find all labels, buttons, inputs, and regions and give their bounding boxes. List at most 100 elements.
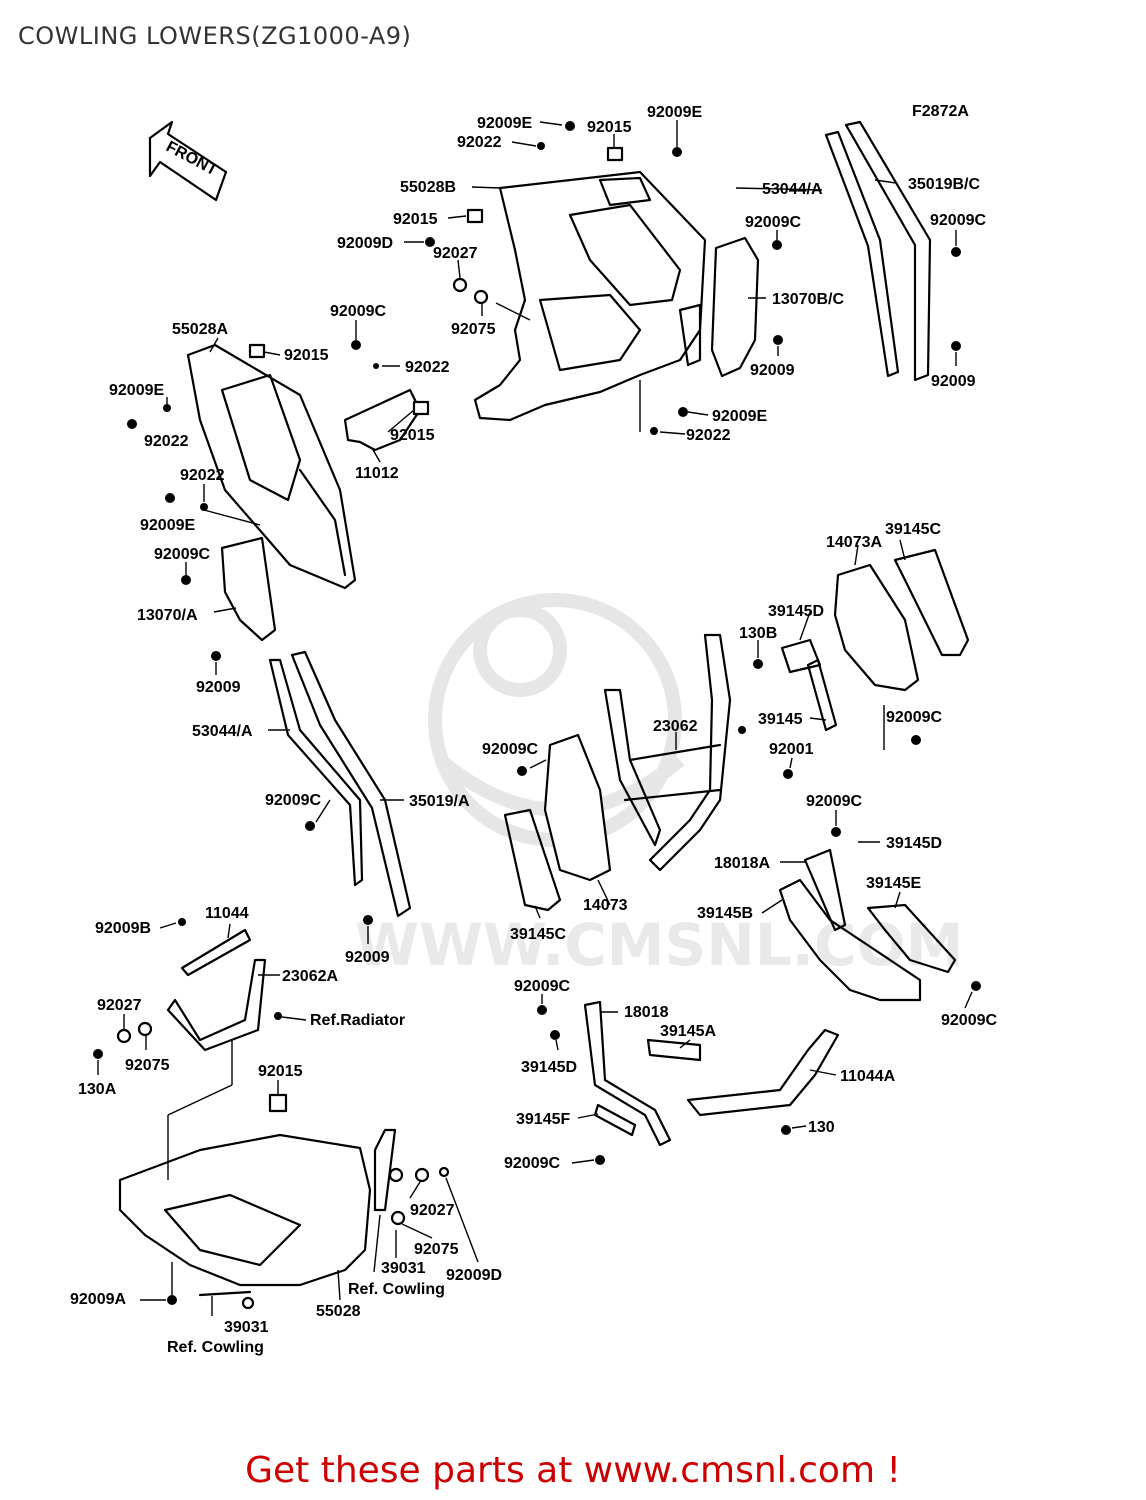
- label-92015[interactable]: 92015: [258, 1063, 303, 1080]
- label-39145C[interactable]: 39145C: [885, 521, 941, 538]
- seals-39145BE-drawing: [778, 848, 957, 1002]
- label-130[interactable]: 130: [808, 1119, 835, 1136]
- label-39145C[interactable]: 39145C: [510, 926, 566, 943]
- label-92022[interactable]: 92022: [405, 359, 450, 376]
- strips-upper-right-drawing: [824, 120, 932, 382]
- label-35019A[interactable]: 35019/A: [409, 793, 470, 810]
- label-92022[interactable]: 92022: [144, 433, 189, 450]
- label-92027[interactable]: 92027: [410, 1202, 455, 1219]
- label-18018A[interactable]: 18018A: [714, 855, 770, 872]
- label-35019BC[interactable]: 35019B/C: [908, 176, 980, 193]
- label-92015[interactable]: 92015: [393, 211, 438, 228]
- label-92009B[interactable]: 92009B: [95, 920, 151, 937]
- label-92001[interactable]: 92001: [769, 741, 814, 758]
- cowling-55028A-drawing: [186, 343, 357, 590]
- label-92009D[interactable]: 92009D: [337, 235, 393, 252]
- label-92009A[interactable]: 92009A: [70, 1291, 126, 1308]
- fasteners: [93, 121, 981, 1310]
- label-92009D[interactable]: 92009D: [446, 1267, 502, 1284]
- label-92009E[interactable]: 92009E: [140, 517, 195, 534]
- bracket-13070A-drawing: [220, 536, 277, 642]
- diagram-code: F2872A: [912, 103, 969, 120]
- label-53044A[interactable]: 53044/A: [192, 723, 253, 740]
- duct-14073-drawing: [503, 733, 612, 912]
- duct-14073A-drawing: [833, 548, 970, 692]
- label-92009C[interactable]: 92009C: [806, 793, 862, 810]
- label-92009C[interactable]: 92009C: [504, 1155, 560, 1172]
- bracket-11044-drawing: [180, 928, 252, 977]
- label-39031[interactable]: 39031: [224, 1319, 269, 1336]
- label-92009C[interactable]: 92009C: [265, 792, 321, 809]
- label-92009[interactable]: 92009: [196, 679, 241, 696]
- label-92009C[interactable]: 92009C: [514, 978, 570, 995]
- label-39145D[interactable]: 39145D: [521, 1059, 577, 1076]
- label-ref-cowling[interactable]: Ref. Cowling: [348, 1281, 445, 1298]
- label-18018[interactable]: 18018: [624, 1004, 669, 1021]
- label-92015[interactable]: 92015: [390, 427, 435, 444]
- label-39031[interactable]: 39031: [381, 1260, 426, 1277]
- label-39145E[interactable]: 39145E: [866, 875, 921, 892]
- bracket-23062A-drawing: [166, 958, 267, 1052]
- seal-39145D-drawing: [780, 638, 822, 674]
- label-92022[interactable]: 92022: [686, 427, 731, 444]
- label-11044[interactable]: 11044: [205, 905, 249, 922]
- label-92075[interactable]: 92075: [414, 1241, 459, 1258]
- watermark-text: WWW.CMSNL.COM: [355, 911, 963, 979]
- label-92009E[interactable]: 92009E: [712, 408, 767, 425]
- label-39145A[interactable]: 39145A: [660, 1023, 716, 1040]
- label-55028A[interactable]: 55028A: [172, 321, 228, 338]
- bracket-11012-drawing: [343, 388, 422, 452]
- label-39145B[interactable]: 39145B: [697, 905, 753, 922]
- label-92075[interactable]: 92075: [451, 321, 496, 338]
- label-13070BC[interactable]: 13070B/C: [772, 291, 844, 308]
- label-92009C[interactable]: 92009C: [330, 303, 386, 320]
- label-92009[interactable]: 92009: [750, 362, 795, 379]
- bracket-18018-drawing: [583, 1000, 840, 1147]
- cowling-55028-drawing: [118, 1128, 397, 1297]
- seal-39145-drawing: [806, 658, 838, 732]
- label-14073A[interactable]: 14073A: [826, 534, 882, 551]
- label-92009C[interactable]: 92009C: [745, 214, 801, 231]
- label-92027[interactable]: 92027: [433, 245, 478, 262]
- label-92075[interactable]: 92075: [125, 1057, 170, 1074]
- label-11012[interactable]: 11012: [355, 465, 399, 482]
- label-92009C[interactable]: 92009C: [482, 741, 538, 758]
- label-ref-cowling[interactable]: Ref. Cowling: [167, 1339, 264, 1356]
- label-ref-radiator[interactable]: Ref.Radiator: [310, 1012, 405, 1029]
- label-55028B[interactable]: 55028B: [400, 179, 456, 196]
- label-92009C[interactable]: 92009C: [930, 212, 986, 229]
- label-39145[interactable]: 39145: [758, 711, 803, 728]
- cowling-55028B-drawing: [473, 170, 707, 422]
- label-92009C[interactable]: 92009C: [886, 709, 942, 726]
- label-92009E[interactable]: 92009E: [647, 104, 702, 121]
- label-14073[interactable]: 14073: [583, 897, 628, 914]
- label-130A[interactable]: 130A: [78, 1081, 117, 1098]
- label-92015[interactable]: 92015: [587, 119, 632, 136]
- label-92009C[interactable]: 92009C: [154, 546, 210, 563]
- label-55028[interactable]: 55028: [316, 1303, 361, 1320]
- leader-lines: [97, 120, 973, 1316]
- parts-link[interactable]: Get these parts at www.cmsnl.com !: [245, 1450, 901, 1491]
- label-53044A[interactable]: 53044/A: [762, 181, 823, 198]
- label-92009E[interactable]: 92009E: [477, 115, 532, 132]
- label-92009[interactable]: 92009: [345, 949, 390, 966]
- parts-diagram: WWW.CMSNL.COM FRONT: [70, 103, 997, 1356]
- label-92009E[interactable]: 92009E: [109, 382, 164, 399]
- label-92009C[interactable]: 92009C: [941, 1012, 997, 1029]
- label-92027[interactable]: 92027: [97, 997, 142, 1014]
- frame-23062-drawing: [603, 633, 732, 872]
- label-92015[interactable]: 92015: [284, 347, 329, 364]
- label-23062[interactable]: 23062: [653, 718, 698, 735]
- label-39145D[interactable]: 39145D: [886, 835, 942, 852]
- label-130B[interactable]: 130B: [739, 625, 777, 642]
- label-39145D[interactable]: 39145D: [768, 603, 824, 620]
- label-92022[interactable]: 92022: [457, 134, 502, 151]
- label-23062A[interactable]: 23062A: [282, 968, 338, 985]
- bracket-13070BC-drawing: [710, 236, 760, 378]
- label-39145F[interactable]: 39145F: [516, 1111, 570, 1128]
- label-13070A[interactable]: 13070/A: [137, 607, 198, 624]
- part-labels: 92009E 92015 92009E 92022 55028B 92015 9…: [70, 103, 997, 1356]
- label-92009[interactable]: 92009: [931, 373, 976, 390]
- label-92022[interactable]: 92022: [180, 467, 225, 484]
- label-11044A[interactable]: 11044A: [840, 1068, 896, 1085]
